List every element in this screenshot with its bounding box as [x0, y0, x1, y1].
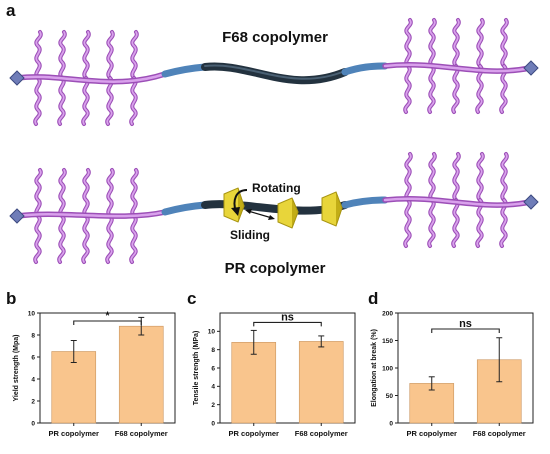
y-tick-label: 2	[211, 402, 215, 409]
cyclodextrin-ring-3	[321, 191, 343, 227]
y-tick-label: 0	[389, 420, 393, 427]
y-tick-label: 10	[208, 329, 216, 336]
y-tick-label: 50	[386, 393, 394, 400]
y-tick-label: 6	[211, 365, 215, 372]
y-tick-label: 6	[31, 354, 35, 361]
x-tick-label: PR copolymer	[229, 429, 280, 438]
pr-chain: Rotating Sliding PR copolymer	[9, 152, 539, 277]
significance-bracket	[253, 321, 322, 327]
y-axis-title: Tensile strength (MPa)	[193, 331, 200, 406]
bar-f68-copolymer	[118, 325, 164, 424]
y-tick-label: 0	[211, 420, 215, 427]
panel-letter-a: a	[6, 1, 16, 20]
sliding-label: Sliding	[230, 228, 270, 242]
rotating-label: Rotating	[252, 181, 301, 195]
x-tick-label: F68 copolymer	[115, 429, 168, 438]
pr-title: PR copolymer	[225, 260, 326, 277]
y-tick-label: 200	[382, 310, 393, 317]
rotating-arrowhead	[231, 207, 240, 216]
ppg-core-top	[201, 62, 349, 85]
ppg-segment-left-bottom	[161, 201, 209, 216]
y-tick-label: 10	[28, 310, 36, 317]
significance-label: ns	[459, 318, 472, 330]
panel-letter-b: b	[6, 289, 16, 308]
x-tick-label: F68 copolymer	[473, 429, 526, 438]
end-stopper-left-bottom	[9, 208, 25, 224]
y-tick-label: 4	[31, 376, 35, 383]
y-tick-label: 0	[31, 420, 35, 427]
y-axis-title: Elongation at break (%)	[371, 329, 378, 407]
end-stopper-right-bottom	[523, 194, 539, 210]
bar-pr-copolymer	[51, 351, 97, 424]
chart-tensile-strength: 0 2 4 6 8 10 Tensile strength (MPa) PR copolyme…	[193, 311, 356, 438]
y-tick-label: 8	[211, 347, 215, 354]
x-tick-label: PR copolymer	[407, 429, 458, 438]
panel-letter-c: c	[187, 289, 196, 308]
peg-brush-left-top	[33, 30, 139, 126]
panel-letter-d: d	[368, 289, 378, 308]
significance-label: ns	[281, 311, 294, 323]
cyclodextrin-ring-2	[277, 197, 299, 229]
x-tick-label: F68 copolymer	[295, 429, 348, 438]
end-stopper-left-top	[9, 70, 25, 86]
bar-pr-copolymer	[231, 342, 277, 424]
f68-chain: F68 copolymer	[9, 18, 539, 126]
bar-f68-copolymer	[298, 341, 344, 424]
sliding-arrow	[247, 210, 273, 219]
peg-brush-left-bottom	[33, 168, 139, 264]
ppg-segment-right-bottom	[341, 196, 389, 209]
y-tick-label: 2	[31, 398, 35, 405]
significance-bracket	[73, 320, 142, 325]
significance-label: *	[105, 310, 110, 322]
y-axis-title: Yield strength (Mpa)	[13, 334, 20, 401]
y-tick-label: 8	[31, 332, 35, 339]
peg-brush-right-bottom	[403, 152, 509, 248]
ppg-segment-left-top	[161, 63, 209, 78]
y-tick-label: 150	[382, 338, 393, 345]
ppg-segment-right-top	[341, 62, 389, 76]
y-tick-label: 4	[211, 384, 215, 391]
schematic-panel-a: F68 copolymer	[9, 18, 539, 277]
f68-title: F68 copolymer	[222, 29, 328, 46]
peg-brush-right-top	[403, 18, 509, 114]
x-tick-label: PR copolymer	[49, 429, 100, 438]
y-tick-label: 100	[382, 365, 393, 372]
plot-frame	[39, 312, 176, 424]
significance-bracket	[431, 328, 500, 333]
end-stopper-right-top	[523, 60, 539, 76]
